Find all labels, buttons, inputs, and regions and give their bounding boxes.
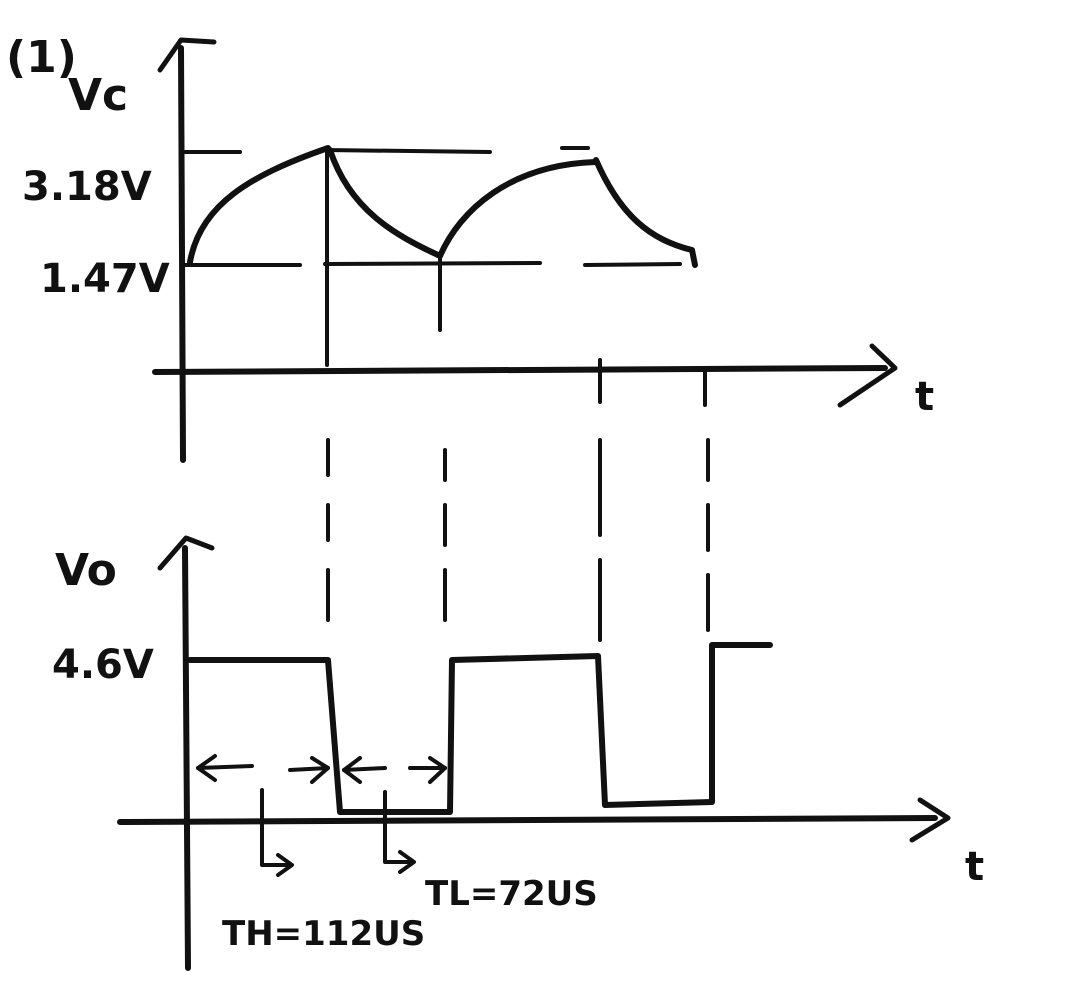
- vc-axis-label: Vc: [68, 70, 128, 121]
- th-leader: [260, 788, 292, 867]
- tl-leader-arrow: [398, 850, 416, 874]
- tl-span-left: [342, 766, 387, 772]
- vc-discharge-curve-1: [327, 147, 441, 258]
- vc-x-axis: [152, 365, 888, 375]
- tl-annotation: TL=72US: [425, 874, 598, 914]
- vc-charge-curve-2: [437, 159, 598, 259]
- th-span-right: [288, 766, 330, 772]
- part-label: (1): [6, 32, 77, 83]
- vc-level-high-label: 3.18V: [22, 164, 152, 210]
- vo-level-high-label: 4.6V: [52, 642, 154, 688]
- vo-axis-label: Vo: [55, 545, 117, 596]
- tl-span-left-arrow: [342, 756, 362, 784]
- vc-y-axis: [178, 45, 186, 463]
- vo-x-axis: [117, 815, 938, 825]
- vo-y-axis: [182, 545, 191, 971]
- vo-x-axis-arrow: [909, 797, 951, 843]
- tl-leader: [383, 790, 414, 864]
- th-leader-arrow: [276, 853, 294, 877]
- vo-x-axis-label: t: [965, 844, 984, 890]
- vc-discharge-curve-2: [593, 157, 698, 268]
- th-annotation: TH=112US: [222, 914, 425, 954]
- tl-span-right-arrow: [428, 756, 447, 784]
- vc-y-axis-arrow: [157, 37, 217, 73]
- th-span-left-arrow: [196, 754, 217, 782]
- vo-y-axis-arrow: [157, 535, 215, 571]
- vc-low-ref-line-seg: [323, 261, 542, 266]
- vc-level-low-label: 1.47V: [40, 256, 170, 302]
- vc-x-axis-label: t: [915, 374, 934, 420]
- vc-charge-curve-1: [187, 145, 331, 265]
- th-span-right-arrow: [310, 756, 330, 784]
- vc-low-ref-line-seg: [583, 262, 682, 267]
- vo-square-wave: [187, 642, 773, 815]
- vc-x-axis-arrow: [837, 343, 898, 408]
- vc-high-ref-line-seg: [323, 148, 492, 154]
- th-span-left: [196, 764, 254, 770]
